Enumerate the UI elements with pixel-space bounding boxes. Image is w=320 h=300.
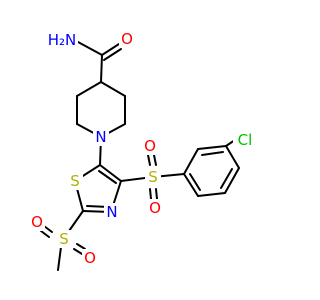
mask-methyl-o-left xyxy=(29,213,45,231)
atom-methylsulfonyl-o-right: O xyxy=(84,249,96,267)
structure-svg: H₂N O N S N S O O Cl S O O xyxy=(29,30,257,271)
bond-ph-c5-c6 xyxy=(197,192,226,197)
atom-piperidine-n: N xyxy=(95,128,106,146)
mask-amide-n xyxy=(46,30,78,50)
bond-sulfonyl-o-bottom-2 xyxy=(155,188,158,200)
bond-methyl-s-o-right-1 xyxy=(76,243,86,250)
bond-sulfonyl-o-bottom-1 xyxy=(149,188,152,200)
molecule-diagram: H₂N O N S N S O O Cl S O O xyxy=(29,30,257,271)
mask-thiazole-n xyxy=(104,203,120,221)
atom-methylsulfonyl-s: S xyxy=(59,230,69,248)
mask-sulfonyl-o-bottom xyxy=(147,199,163,217)
bond-methyl-s-o-left-2 xyxy=(40,230,50,238)
bond-pip-c5-c4 xyxy=(76,81,102,97)
mask-methyl-s xyxy=(56,230,72,248)
mask-sulfonyl-s xyxy=(145,168,161,186)
bond-amide-c-o-2 xyxy=(103,48,122,61)
bond-sulfonyl-o-top-2 xyxy=(153,154,157,166)
bond-methyl-s-o-left-1 xyxy=(43,225,53,233)
mask-sulfonyl-o-top xyxy=(142,137,158,155)
bond-methyl-s-ch3 xyxy=(57,246,62,271)
atom-thiazole-n: N xyxy=(106,203,117,221)
bond-methyl-s-o-right-2 xyxy=(73,248,83,255)
bond-thz-c4-c5-2 xyxy=(98,170,117,184)
atom-sulfonyl-o-bottom: O xyxy=(149,199,161,217)
mask-cl xyxy=(233,131,257,149)
bond-ph-c4-c5-inner xyxy=(220,168,233,189)
atom-thiazole-s: S xyxy=(70,172,80,190)
bond-ph-c6-c1 xyxy=(183,173,199,197)
bond-ph-c2-c3-inner xyxy=(201,151,224,156)
bond-amide-n-c xyxy=(77,41,103,56)
bond-pip-c4-c3 xyxy=(100,81,126,97)
mask-ring-n xyxy=(93,128,109,146)
atom-methylsulfonyl-o-left: O xyxy=(31,213,43,231)
atom-chlorine: Cl xyxy=(238,131,253,149)
bond-ph-c6-c1-inner xyxy=(189,173,201,191)
bond-thz-c4-c5-1 xyxy=(99,164,122,182)
bond-ph-c2-c3 xyxy=(197,145,227,150)
bond-amide-c-o-1 xyxy=(101,43,120,56)
mask-thiazole-s xyxy=(67,172,83,190)
atom-amide-nh2: H₂N xyxy=(48,31,77,49)
bond-ph-c1-c2 xyxy=(183,148,199,175)
bond-sulfonyl-o-top-1 xyxy=(147,154,151,166)
bond-ph-c4-c5 xyxy=(224,167,240,194)
bond-ph-c3-c4 xyxy=(225,145,240,169)
atom-sulfonyl-o-top: O xyxy=(144,137,156,155)
mask-amide-o xyxy=(119,30,135,48)
bond-amide-c-ring xyxy=(100,54,103,83)
bond-c2-methyl-s xyxy=(68,210,84,232)
atom-amide-o: O xyxy=(121,30,133,48)
mask-methyl-o-right xyxy=(82,249,98,267)
atom-sulfonyl-s-aryl: S xyxy=(148,168,158,186)
